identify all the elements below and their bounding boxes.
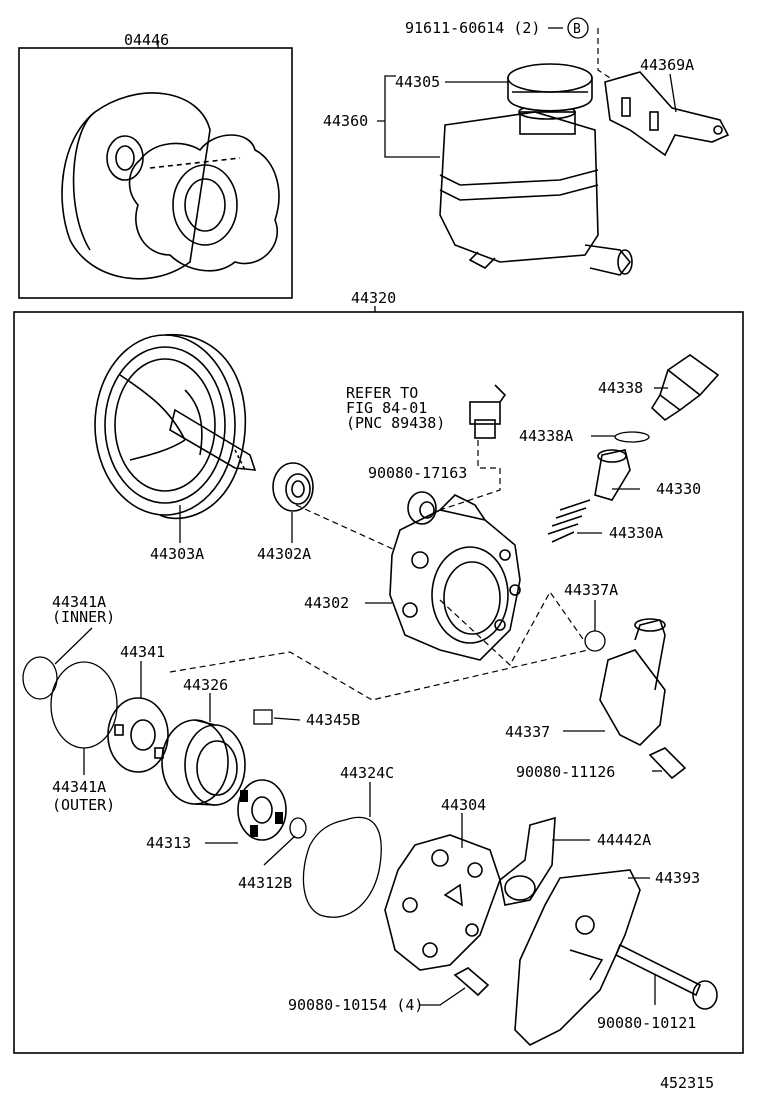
label-44312b: 44312B	[238, 874, 292, 892]
label-44337: 44337	[505, 723, 550, 741]
label-diagram-number: 452315	[660, 1074, 714, 1092]
label-44324c: 44324C	[340, 764, 394, 782]
label-44326: 44326	[183, 676, 228, 694]
label-44393: 44393	[655, 869, 700, 887]
snap-ring-illustration	[289, 817, 307, 839]
label-outer-note: (OUTER)	[52, 796, 115, 814]
oring-44338a-illustration	[614, 431, 650, 443]
label-44338: 44338	[598, 379, 643, 397]
label-44330: 44330	[656, 480, 701, 498]
vane-illustration	[253, 709, 273, 725]
label-91611-60614: 91611-60614 (2)	[405, 19, 540, 37]
switch-illustration	[650, 354, 720, 422]
reservoir-illustration	[439, 104, 633, 276]
oring-outer-illustration	[50, 661, 118, 749]
label-04446: 04446	[124, 31, 169, 49]
side-plate-illustration	[107, 697, 169, 773]
label-pnc-89438: (PNC 89438)	[346, 414, 445, 432]
reservoir-cap-illustration	[507, 63, 593, 112]
pump-assembly-box	[13, 311, 744, 1054]
nut-illustration	[407, 491, 437, 525]
label-44341: 44341	[120, 643, 165, 661]
label-44303a: 44303A	[150, 545, 204, 563]
oring-44337a-illustration	[584, 630, 606, 652]
gasket-illustration	[302, 816, 382, 918]
label-44369a: 44369A	[640, 56, 694, 74]
label-90080-11126: 90080-11126	[516, 763, 615, 781]
oil-seal-illustration	[272, 462, 314, 512]
label-44302: 44302	[304, 594, 349, 612]
label-90080-10154: 90080-10154 (4)	[288, 996, 423, 1014]
label-44304: 44304	[441, 796, 486, 814]
sleeve-illustration	[499, 816, 556, 906]
rear-cover-illustration	[384, 834, 501, 971]
leader-lines	[54, 27, 677, 1006]
label-44341a-inner: 44341A	[52, 593, 106, 611]
label-44313: 44313	[146, 834, 191, 852]
label-44345b: 44345B	[306, 711, 360, 729]
spring-illustration	[547, 499, 591, 543]
union-bolt-illustration	[648, 747, 687, 780]
label-44320: 44320	[351, 289, 396, 307]
label-44341a-outer: 44341A	[52, 778, 106, 796]
pump-bracket-illustration	[514, 869, 641, 1046]
gasket-kit-illustration	[61, 92, 280, 280]
label-reference-b: B	[573, 22, 581, 37]
label-44305: 44305	[395, 73, 440, 91]
pulley-illustration	[94, 334, 257, 520]
reference-b-circle	[567, 17, 589, 39]
pump-housing-illustration	[389, 494, 521, 661]
oring-inner-illustration	[22, 656, 58, 700]
label-44338a: 44338A	[519, 427, 573, 445]
label-44330a: 44330A	[609, 524, 663, 542]
reservoir-bracket-illustration	[604, 71, 730, 157]
label-fig-84-01: FIG 84-01	[346, 399, 427, 417]
label-44302a: 44302A	[257, 545, 311, 563]
union-illustration	[599, 618, 666, 746]
gasket-kit-box	[18, 47, 293, 299]
pressure-switch-illustration	[469, 384, 507, 439]
label-44360: 44360	[323, 112, 368, 130]
label-refer-to: REFER TO	[346, 384, 418, 402]
label-90080-10121: 90080-10121	[597, 1014, 696, 1032]
label-90080-17163: 90080-17163	[368, 464, 467, 482]
assembly-guide-lines	[169, 28, 611, 701]
flow-valve-illustration	[594, 449, 631, 501]
label-44337a: 44337A	[564, 581, 618, 599]
long-bolt-illustration	[614, 943, 718, 1010]
label-44442a: 44442A	[597, 831, 651, 849]
label-inner-note: (INNER)	[52, 608, 115, 626]
rotor-illustration	[237, 779, 287, 841]
cam-ring-illustration	[161, 719, 246, 806]
cover-bolt-illustration	[453, 967, 490, 997]
